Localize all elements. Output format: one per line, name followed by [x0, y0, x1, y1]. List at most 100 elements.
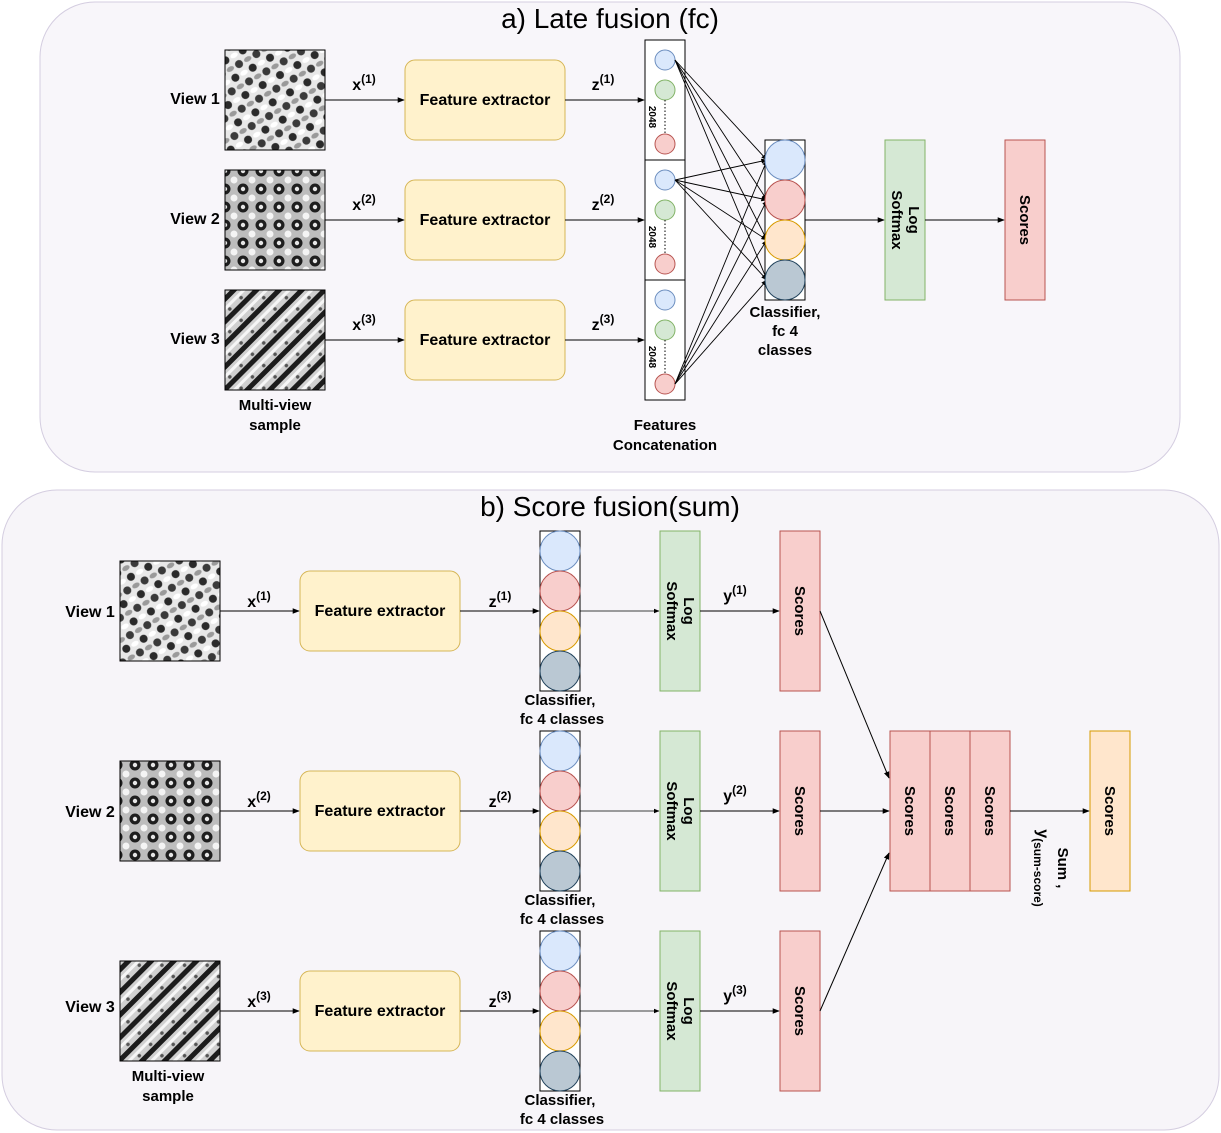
panel-b-view-image-2: [119, 760, 221, 862]
panel-a-view-image-1: [224, 49, 326, 151]
panel-b-y-var-3: y(3): [723, 983, 747, 1005]
panel-b-scores-box-2: [779, 730, 821, 892]
panel-a-feature-node-1-1: [654, 49, 676, 71]
stacked-scores-box-2: [929, 730, 971, 892]
panel-b-class-node-2-2: [539, 770, 581, 812]
panel-b-x-var-2: x(2): [247, 789, 271, 811]
panel-b-class-node-1-2: [539, 570, 581, 612]
fc-connection-1-3: [674, 59, 768, 241]
panel-b-softmax-label-1-2: Softmax: [663, 581, 680, 641]
panel-b-y-var-2: y(2): [723, 783, 747, 805]
fc-connection-3-4: [674, 279, 768, 385]
panel-a-feature-node-2-1: [654, 169, 676, 191]
panel-b-class-node-2-4: [539, 850, 581, 892]
panel-b-class-node-3-1: [539, 930, 581, 972]
final-scores-box: [1089, 730, 1131, 892]
panel-b-classifier-label-1-2: fc 4 classes: [520, 711, 604, 728]
panel-b-class-node-2-3: [539, 810, 581, 852]
panel-b-softmax-label-3-1: Log: [680, 997, 697, 1025]
panel-a-feature-node-3-2: [654, 319, 676, 341]
panel-b-class-node-1-1: [539, 530, 581, 572]
panel-a-view-label-2: View 2: [170, 211, 220, 228]
panel-b-softmax-label-3-2: Softmax: [663, 981, 680, 1041]
panel-a-class-node-1: [764, 139, 806, 181]
panel-a-feature-dim-1: 2048: [646, 106, 657, 129]
fc-connection-3-3: [674, 239, 768, 385]
concat-label-1: Features: [634, 417, 697, 434]
panel-b-classifier-label-2-2: fc 4 classes: [520, 911, 604, 928]
panel-b-softmax-box-3: [659, 930, 701, 1092]
panel-b-class-node-1-3: [539, 610, 581, 652]
panel-a-scores-box: [1004, 139, 1046, 301]
panel-b-feature-extractor-label-3: Feature extractor: [315, 1003, 446, 1020]
panel-a-feature-node-2-3: [654, 253, 676, 275]
stacked-scores-box-3: [969, 730, 1011, 892]
panel-b-classifier-label-1-1: Classifier,: [525, 692, 596, 709]
panel-b-x-var-3: x(3): [247, 989, 271, 1011]
panel-a-class-node-3: [764, 219, 806, 261]
panel-a-multiview-label-2: sample: [249, 417, 301, 434]
panel-a-feature-extractor-label-3: Feature extractor: [420, 332, 551, 349]
panel-a-view-image-3: [224, 289, 326, 391]
panel-a-x-var-1: x(1): [352, 72, 376, 94]
panel-b-scores-label-2: Scores: [791, 786, 808, 836]
panel-a-feature-node-1-3: [654, 133, 676, 155]
panel-a-z-var-2: z(2): [592, 192, 615, 214]
panel-b-z-var-1: z(1): [489, 589, 512, 611]
panel-b-view-label-1: View 1: [65, 604, 115, 621]
panel-b-y-var-1: y(1): [723, 583, 747, 605]
arrow-scores3-to-stack: [819, 852, 890, 1012]
panel-b-view-image-1: [119, 560, 221, 662]
panel-b-classifier-label-3-1: Classifier,: [525, 1092, 596, 1109]
panel-a-softmax-label-2: Softmax: [888, 190, 905, 250]
panel-b-softmax-box-2: [659, 730, 701, 892]
panel-b-feature-extractor-label-1: Feature extractor: [315, 603, 446, 620]
panel-a-feature-node-2-2: [654, 199, 676, 221]
panel-a-z-var-3: z(3): [592, 312, 615, 334]
panel-a-feature-dim-3: 2048: [646, 346, 657, 369]
panel-b-classifier-label-2-1: Classifier,: [525, 892, 596, 909]
stacked-scores-label-2: Scores: [941, 786, 958, 836]
panel-b-class-node-1-4: [539, 650, 581, 692]
panel-b-softmax-label-2-2: Softmax: [663, 781, 680, 841]
panel-a-multiview-label-1: Multi-view: [239, 397, 312, 414]
panel-b-multiview-label-1: Multi-view: [132, 1068, 205, 1085]
panel-b-scores-box-3: [779, 930, 821, 1092]
panel-b-feature-extractor-label-2: Feature extractor: [315, 803, 446, 820]
panel-a-view-label-3: View 3: [170, 331, 220, 348]
stacked-scores-label-3: Scores: [981, 786, 998, 836]
panel-a-view-image-2: [224, 169, 326, 271]
fc-connection-3-2: [674, 199, 768, 385]
panel-b-view-label-2: View 2: [65, 804, 115, 821]
panel-a-classifier-label-1: Classifier,: [750, 304, 821, 321]
panel-b-view-image-3: [119, 960, 221, 1062]
panel-a-z-var-1: z(1): [592, 72, 615, 94]
concat-label-2: Concatenation: [613, 437, 717, 454]
final-scores-label: Scores: [1101, 786, 1118, 836]
panel-b-class-node-3-2: [539, 970, 581, 1012]
fc-connection-2-1: [674, 158, 768, 181]
panel-b-class-node-2-1: [539, 730, 581, 772]
panel-b-multiview-label-2: sample: [142, 1088, 194, 1105]
sum-variable: y(sum-score): [1031, 829, 1051, 907]
panel-a-x-var-2: x(2): [352, 192, 376, 214]
panel-a-class-node-4: [764, 259, 806, 301]
panel-b-class-node-3-3: [539, 1010, 581, 1052]
fc-connection-1-2: [674, 59, 768, 201]
panel-b-softmax-label-2-1: Log: [680, 797, 697, 825]
panel-b-title: b) Score fusion(sum): [480, 491, 740, 522]
panel-b-z-var-2: z(2): [489, 789, 512, 811]
panel-b-scores-label-1: Scores: [791, 586, 808, 636]
fc-connection-3-1: [674, 159, 768, 385]
stacked-scores-label-1: Scores: [901, 786, 918, 836]
panel-a-classifier-label-3: classes: [758, 342, 812, 359]
panel-a-view-label-1: View 1: [170, 91, 220, 108]
panel-b-scores-box-1: [779, 530, 821, 692]
panel-a-feature-node-1-2: [654, 79, 676, 101]
panel-a-title: a) Late fusion (fc): [501, 3, 719, 34]
panel-b-softmax-label-1-1: Log: [680, 597, 697, 625]
panel-a-scores-label: Scores: [1016, 195, 1033, 245]
panel-a-softmax-label-1: Log: [905, 206, 922, 234]
panel-b-class-node-3-4: [539, 1050, 581, 1092]
panel-b-z-var-3: z(3): [489, 989, 512, 1011]
